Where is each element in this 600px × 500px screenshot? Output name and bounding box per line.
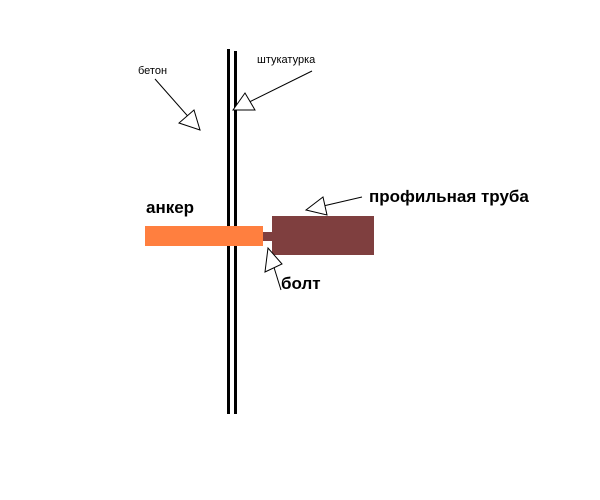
concrete-arrow-icon [154, 78, 201, 131]
plaster-label: штукатурка [257, 54, 316, 66]
profile-pipe-arrow-icon [304, 196, 363, 216]
bolt-label: болт [281, 274, 321, 293]
bolt-connector [263, 232, 272, 241]
plaster-arrow-icon [232, 70, 313, 111]
profile-pipe-label: профильная труба [369, 187, 529, 206]
anchor-label: анкер [146, 198, 195, 217]
profile-pipe-block [272, 216, 374, 255]
anchor-bar [145, 226, 263, 246]
bolt-arrow-icon [264, 246, 283, 291]
concrete-label: бетон [138, 65, 168, 77]
